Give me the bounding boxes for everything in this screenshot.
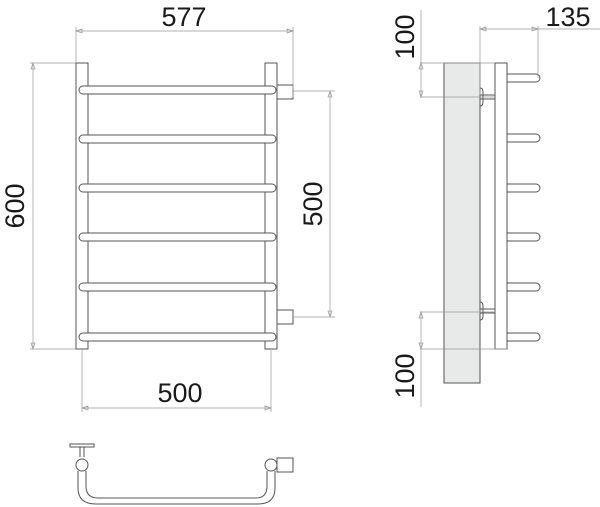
label-500-horizontal: 500 [157,378,202,408]
dimension-100-bottom: 100 [390,310,507,407]
label-577: 577 [161,2,206,32]
bottom-bracket [479,308,496,314]
top-view [69,443,294,505]
label-500-vertical: 500 [298,181,328,226]
mount-plate [69,443,95,448]
side-rungs [507,73,541,342]
dimension-577: 577 [74,2,295,97]
dimension-600: 600 [0,61,76,351]
side-upright [494,62,508,350]
top-connection [276,84,294,100]
label-600: 600 [0,183,30,228]
dimension-135: 135 [478,2,600,95]
side-connection [276,457,294,473]
rail-inner [85,471,268,499]
dimension-500-vertical: 500 [293,89,335,319]
left-upright [75,62,89,350]
label-135: 135 [545,2,590,32]
label-100-bottom: 100 [390,353,420,398]
dimension-500-horizontal: 500 [80,349,273,412]
rungs [78,85,277,342]
side-view [443,62,541,384]
rail-outer [77,471,276,505]
label-100-top: 100 [390,14,420,59]
front-view [75,62,294,350]
right-joint [264,458,278,472]
bottom-connection [276,309,294,325]
right-upright [264,62,278,350]
dimension-100-top: 100 [390,10,495,99]
left-joint [75,458,89,472]
wall [443,62,481,384]
